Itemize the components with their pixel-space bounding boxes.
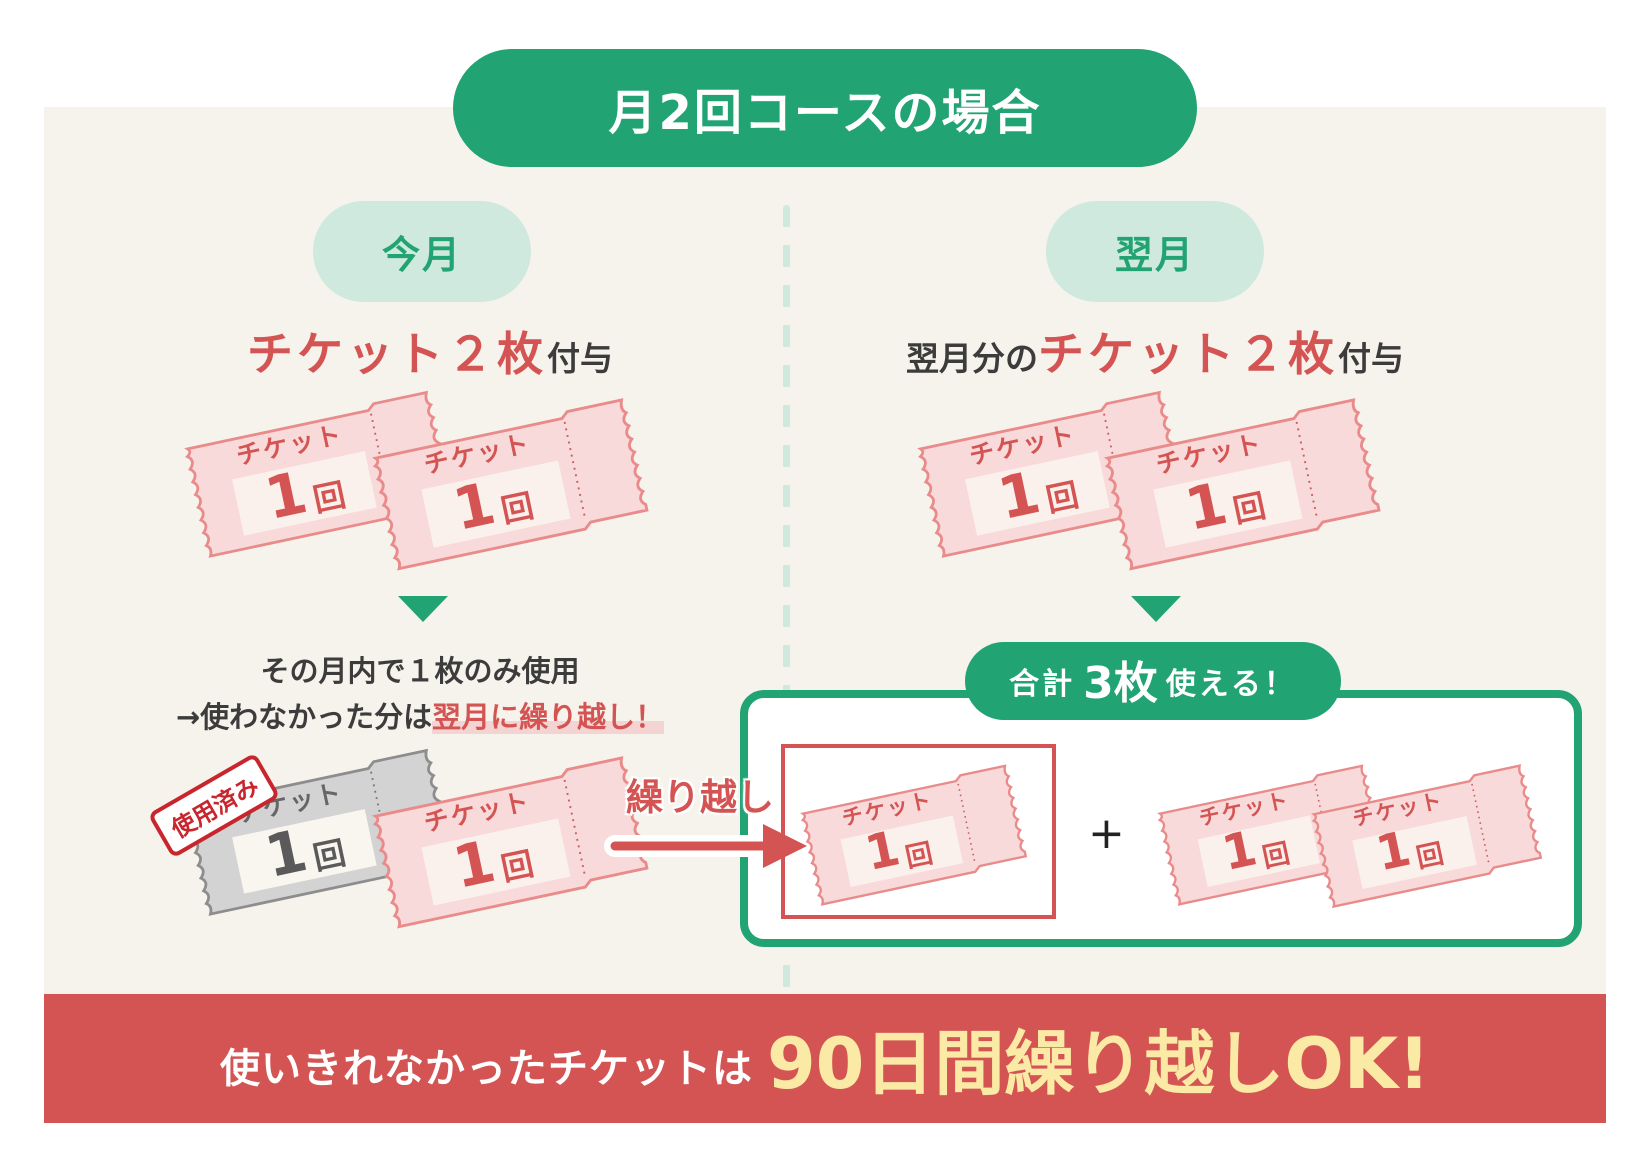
plus-icon: +	[1088, 808, 1125, 859]
total-badge: 合計 3枚 使える！	[965, 642, 1341, 720]
page-title-text: 月2回コースの場合	[608, 85, 1042, 141]
this-month-headline: チケット２枚 付与	[200, 318, 660, 384]
next-month-label: 翌月	[1114, 233, 1195, 277]
page-title: 月2回コースの場合	[453, 49, 1197, 167]
footer-highlight: 90日間繰り越しOK!	[766, 1023, 1431, 1105]
usage-note-line2: →使わなかった分は翌月に繰り越し！	[130, 694, 710, 740]
carry-over-label: 繰り越し	[626, 776, 774, 819]
next-month-headline-prefix: 翌月分の	[906, 339, 1038, 378]
next-month-headline-red: チケット２枚	[1038, 327, 1338, 381]
total-suffix: 使える！	[1165, 667, 1297, 702]
total-prefix: 合計	[1009, 667, 1076, 702]
this-month-badge: 今月	[313, 201, 531, 302]
total-number: 3枚	[1083, 658, 1158, 709]
this-month-headline-red: チケット２枚	[247, 327, 547, 381]
usage-note-line2-highlight: 翌月に繰り越し！	[432, 700, 665, 734]
usage-note: その月内で１枚のみ使用 →使わなかった分は翌月に繰り越し！	[130, 648, 710, 740]
footer-prefix: 使いきれなかったチケットは	[219, 1045, 753, 1092]
down-arrow-icon	[1131, 596, 1181, 622]
next-month-badge: 翌月	[1046, 201, 1264, 302]
next-month-headline-dark: 付与	[1338, 339, 1404, 378]
down-arrow-icon	[398, 596, 448, 622]
carry-over-arrow-icon	[604, 824, 807, 868]
usage-note-line1: その月内で１枚のみ使用	[260, 654, 580, 688]
this-month-headline-dark: 付与	[547, 339, 613, 378]
column-divider	[783, 205, 790, 995]
this-month-label: 今月	[381, 233, 462, 277]
usage-note-line2-prefix: →使わなかった分は	[175, 700, 433, 734]
carried-ticket-frame	[781, 744, 1056, 919]
next-month-headline: 翌月分の チケット２枚 付与	[880, 318, 1430, 384]
footer-banner: 使いきれなかったチケットは 90日間繰り越しOK!	[44, 994, 1606, 1123]
